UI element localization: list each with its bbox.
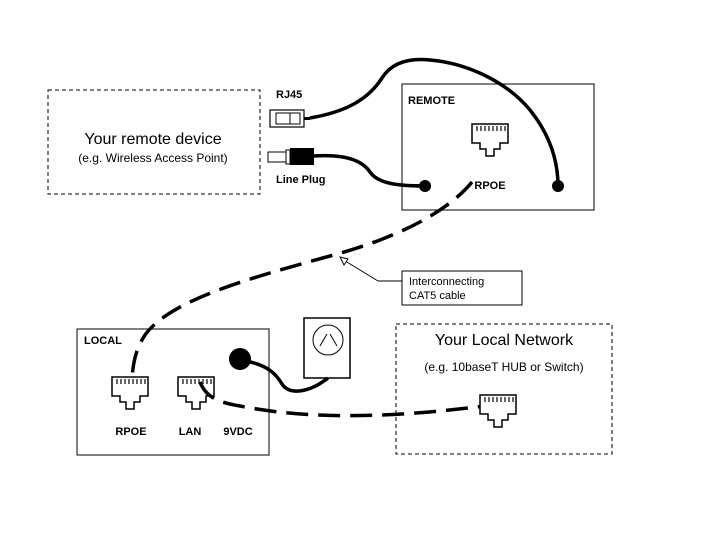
- remote-ethernet-terminal: [552, 180, 564, 192]
- rj45-label: RJ45: [276, 89, 302, 101]
- cable-callout-line1: Interconnecting: [409, 276, 484, 288]
- cable-callout-box: [401, 270, 523, 306]
- local-network-subtitle: (e.g. 10baseT HUB or Switch): [424, 360, 583, 374]
- remote-device-subtitle: (e.g. Wireless Access Point): [78, 151, 227, 165]
- local-power-socket: [229, 348, 251, 370]
- remote-box-title: REMOTE: [408, 95, 455, 107]
- local-rpoe-jack-icon: [111, 376, 149, 410]
- local-rpoe-label: RPOE: [115, 426, 146, 438]
- line-plug-label: Line Plug: [276, 174, 326, 186]
- remote-device-title: Your remote device: [84, 131, 221, 148]
- local-power-cable: [249, 360, 330, 393]
- local-box: [76, 328, 270, 456]
- local-network-box: [395, 323, 613, 455]
- cable-callout-line2: CAT5 cable: [409, 290, 466, 302]
- remote-rpoe-jack-icon: [471, 123, 509, 157]
- power-adapter-icon: [303, 317, 351, 379]
- local-network-title: Your Local Network: [435, 332, 574, 349]
- local-network-jack-icon: [479, 394, 517, 428]
- local-lan-label: LAN: [179, 426, 202, 438]
- line-plug-icon: [267, 148, 314, 165]
- callout-arrowhead-icon: [339, 256, 349, 266]
- remote-power-terminal: [419, 180, 431, 192]
- remote-power-cable: [313, 153, 426, 188]
- remote-ethernet-cable: [309, 57, 560, 187]
- remote-rpoe-label: RPOE: [474, 180, 505, 192]
- remote-device-box: [47, 89, 261, 195]
- local-box-title: LOCAL: [84, 335, 122, 347]
- interconnecting-cat5-cable: [130, 180, 474, 379]
- lan-cable: [198, 381, 493, 418]
- local-power-label: 9VDC: [223, 426, 252, 438]
- rj45-plug-icon: [269, 109, 310, 128]
